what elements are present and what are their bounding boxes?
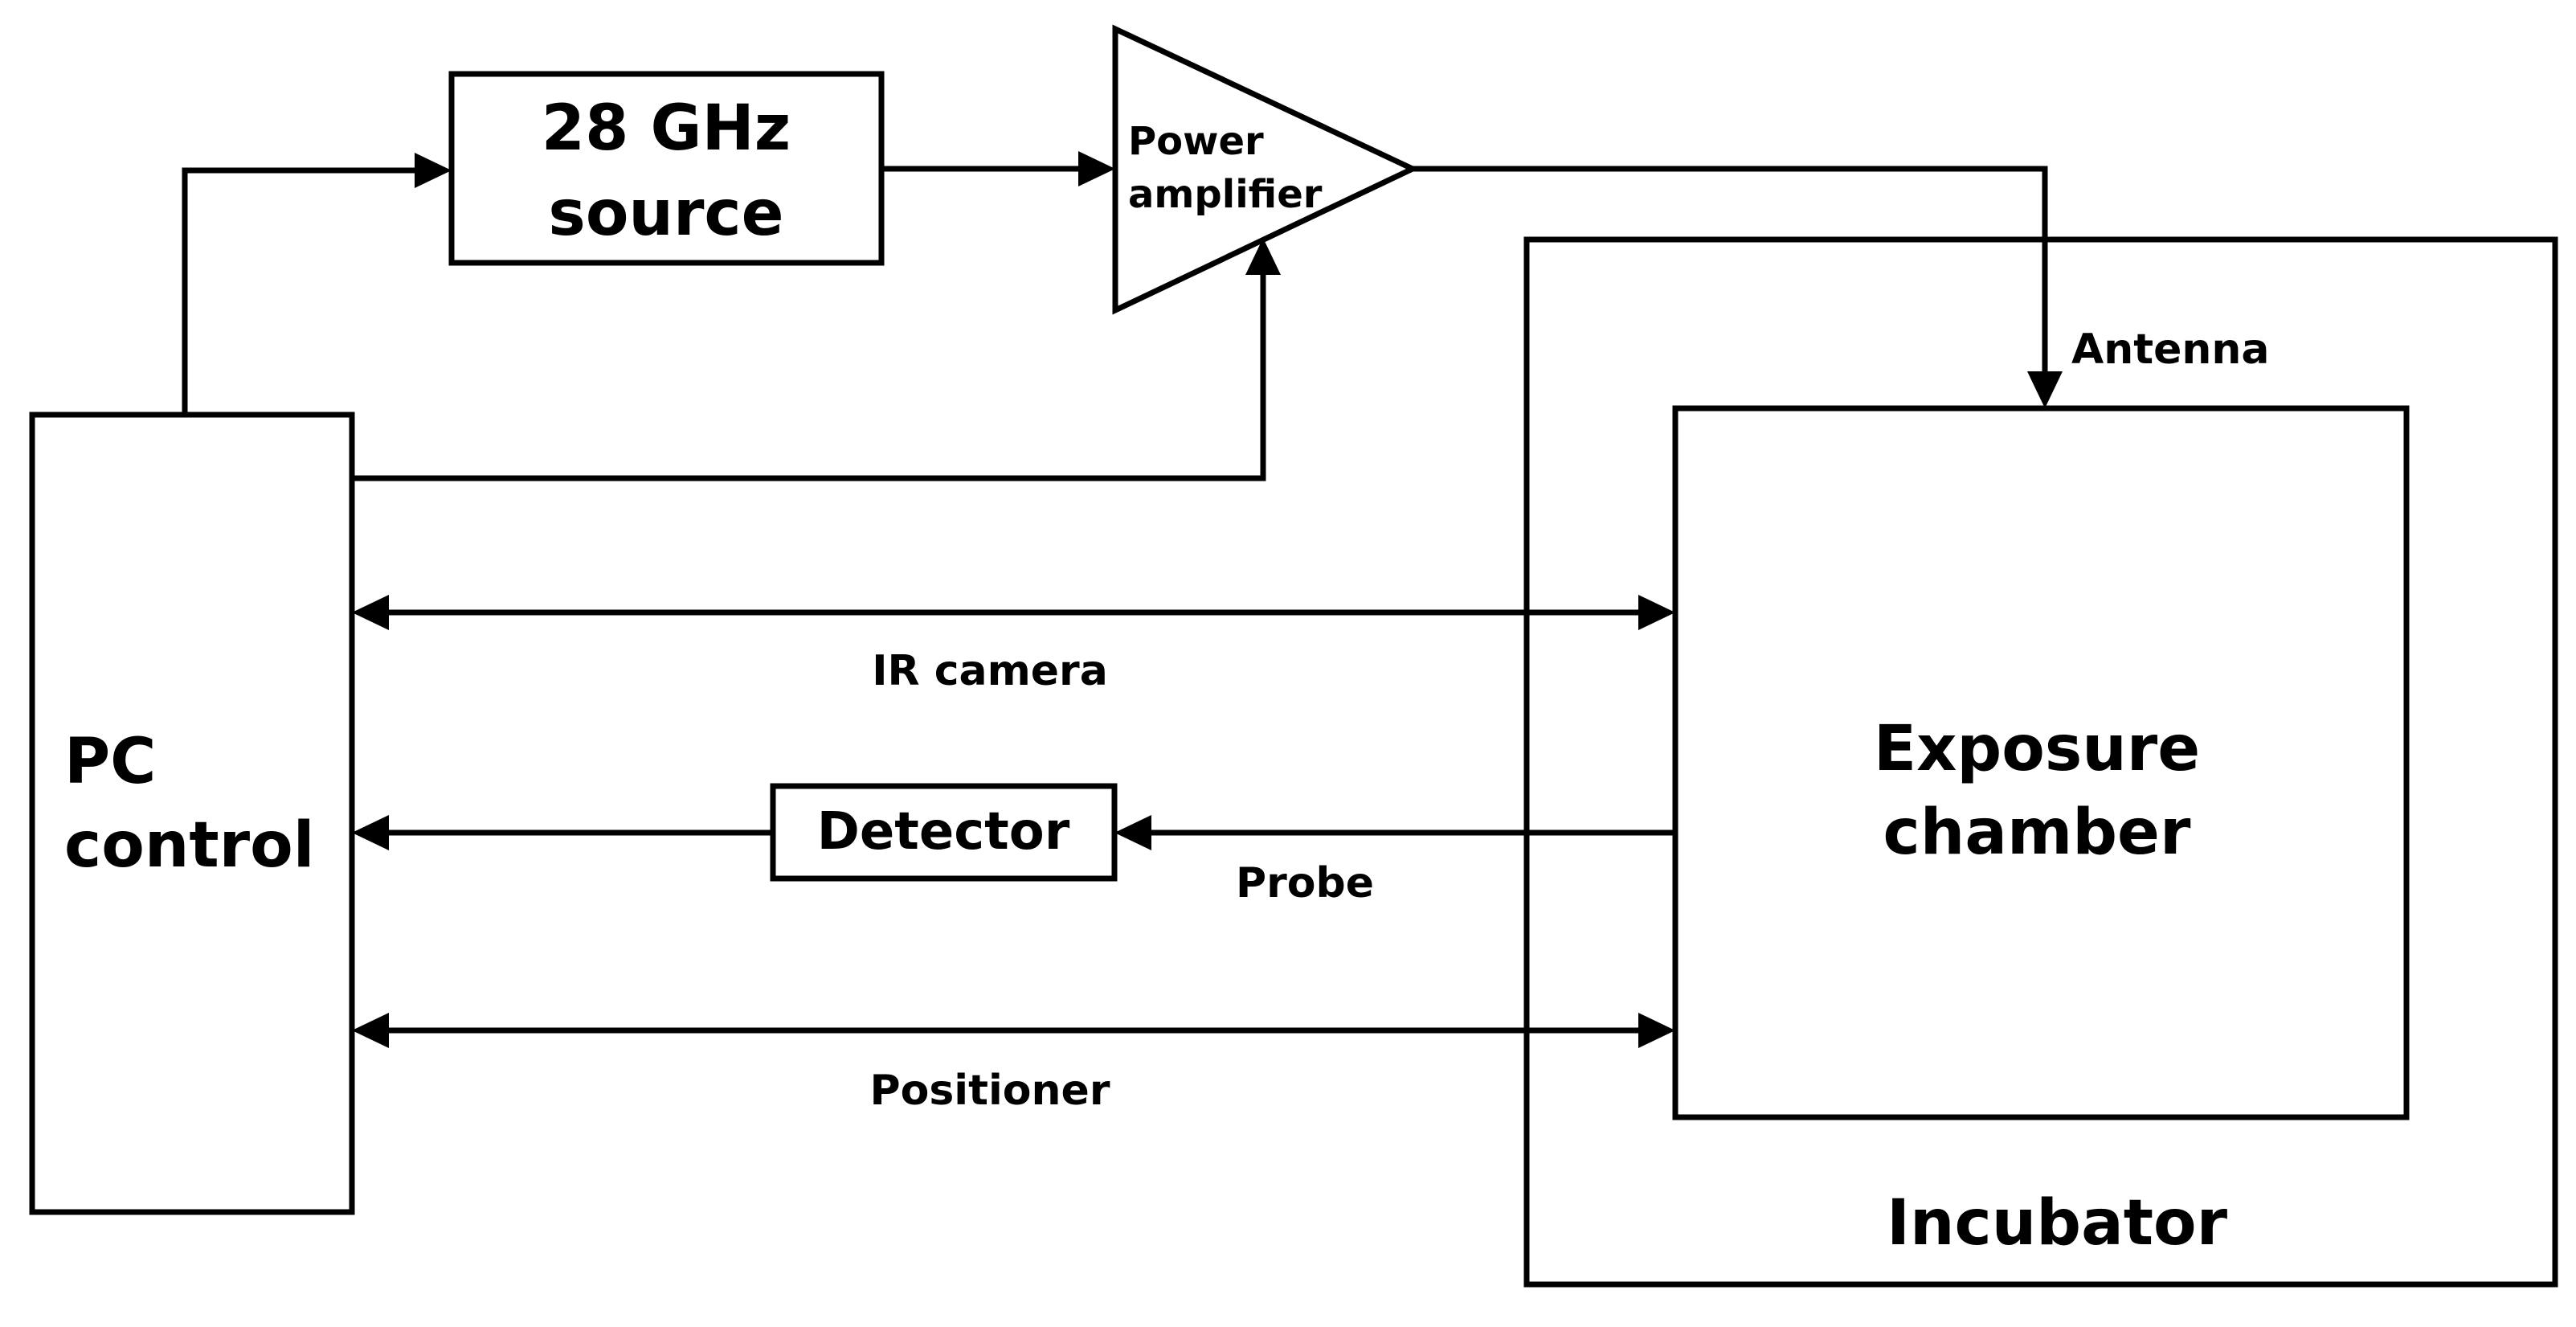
- arrowhead-detector-in: [1114, 815, 1151, 850]
- incubator-label: Incubator: [1887, 1187, 2228, 1259]
- pc-control-box: [29, 412, 355, 1215]
- arrowhead-positioner-right: [1638, 1013, 1675, 1048]
- ir-camera-label: IR camera: [872, 647, 1108, 695]
- detector-box: [770, 783, 1118, 882]
- amplifier-label-line2: amplifier: [1128, 172, 1323, 217]
- arrowhead-pc-from-detector: [352, 815, 389, 850]
- arrowhead-amplifier-in: [1078, 151, 1115, 186]
- source-label-line1: 28 GHz: [542, 92, 791, 165]
- chamber-label-line1: Exposure: [1874, 713, 2200, 785]
- pc-label-line1: PC: [64, 726, 156, 798]
- wire-pc-to-amplifier-control: [352, 273, 1266, 481]
- chamber-label-line2: chamber: [1883, 797, 2191, 869]
- power-amplifier-triangle: [1112, 24, 1420, 315]
- wire-amplifier-to-antenna: [1413, 166, 2048, 371]
- probe-label: Probe: [1236, 859, 1374, 907]
- detector-label: Detector: [817, 802, 1070, 862]
- pc-label-line2: control: [64, 809, 314, 882]
- wire-pc-to-source: [182, 167, 418, 415]
- positioner-label: Positioner: [870, 1067, 1110, 1115]
- antenna-label: Antenna: [2071, 326, 2270, 374]
- exposure-chamber-box: [1672, 405, 2410, 1120]
- arrowhead-amplifier-control: [1245, 238, 1281, 275]
- amplifier-label-line1: Power: [1128, 119, 1264, 164]
- arrowhead-source-in: [415, 153, 452, 188]
- source-label-line2: source: [548, 178, 783, 250]
- arrowhead-ir-camera-left: [352, 595, 389, 630]
- arrowhead-antenna: [2027, 371, 2063, 408]
- arrowhead-positioner-left: [352, 1013, 389, 1048]
- arrowhead-ir-camera-right: [1638, 595, 1675, 630]
